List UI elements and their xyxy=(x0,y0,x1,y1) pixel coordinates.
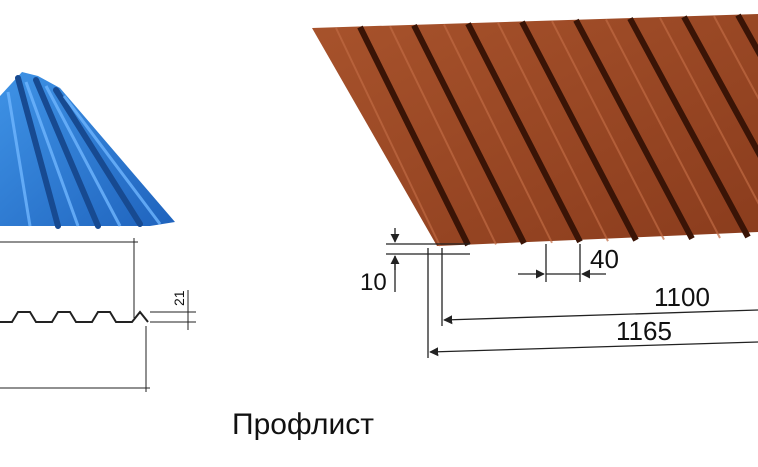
rib-groove xyxy=(411,23,527,245)
rib-pitch-label: 40 xyxy=(590,244,619,274)
rib-highlight xyxy=(389,25,497,245)
rib-highlight xyxy=(605,19,721,239)
rib-groove xyxy=(357,25,471,247)
effective-width-label: 1100 xyxy=(654,282,710,312)
rib-highlight xyxy=(443,24,553,244)
rib-highlight xyxy=(335,27,441,247)
diagram-caption: Профлист xyxy=(232,408,374,441)
rib-groove xyxy=(627,17,751,239)
rib-highlight xyxy=(551,20,665,241)
rib-groove xyxy=(681,15,758,158)
total-width-label: 1165 xyxy=(616,316,672,346)
rib-groove xyxy=(465,22,583,244)
brown-sheet xyxy=(312,14,758,246)
rib-highlight xyxy=(713,15,758,100)
blue-sheet-profile-section xyxy=(0,238,196,392)
rib-height-label: 10 xyxy=(360,269,387,296)
brown-sheet-dimensions xyxy=(386,228,758,358)
left-height-label: 21 xyxy=(171,290,187,306)
blue-sheet-group xyxy=(0,72,175,229)
rib-groove xyxy=(519,20,639,242)
brown-sheet-ribs xyxy=(335,13,758,247)
rib-groove xyxy=(573,18,695,241)
blue-sheet-ribs xyxy=(15,75,143,229)
brown-sheet-group xyxy=(312,13,758,247)
rib-highlight xyxy=(497,22,609,242)
rib-highlight xyxy=(659,17,758,205)
